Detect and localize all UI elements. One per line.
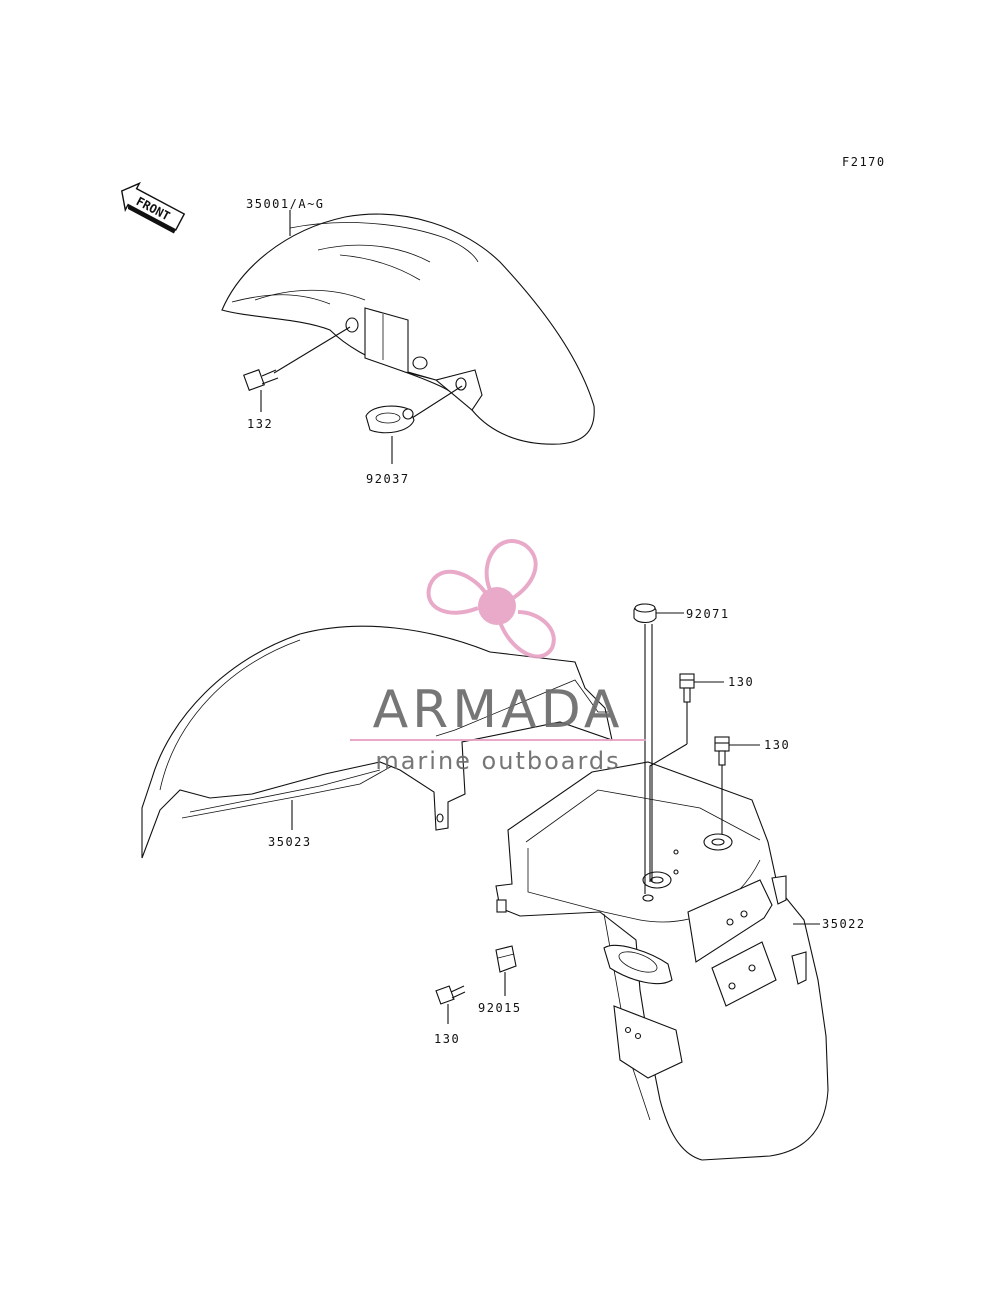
front-bolt-132: 132 bbox=[243, 326, 351, 431]
part-label-92037: 92037 bbox=[366, 472, 410, 486]
bolt-130-middle: 130 bbox=[714, 736, 790, 834]
figure-code: F2170 bbox=[842, 155, 886, 169]
propeller-logo-icon bbox=[426, 539, 556, 659]
front-fender-35001 bbox=[221, 213, 595, 445]
watermark-tagline: marine outboards bbox=[375, 747, 620, 775]
cap-92071: 92071 bbox=[633, 603, 730, 894]
part-label-35023: 35023 bbox=[268, 835, 312, 849]
bolt-130-lower: 130 bbox=[434, 985, 466, 1046]
part-label-35001: 35001/A~G bbox=[246, 197, 325, 211]
part-label-130-lower: 130 bbox=[434, 1032, 460, 1046]
nut-92015: 92015 bbox=[478, 945, 522, 1015]
part-label-92071: 92071 bbox=[686, 607, 730, 621]
rear-fender-35022: 35022 bbox=[495, 761, 866, 1161]
bolt-130-upper: 130 bbox=[649, 673, 754, 882]
part-label-132: 132 bbox=[247, 417, 273, 431]
front-arrow-icon: FRONT bbox=[120, 181, 186, 234]
front-guide-92037: 92037 bbox=[365, 385, 463, 486]
part-label-130-middle: 130 bbox=[764, 738, 790, 752]
watermark-brand: ARMADA bbox=[373, 680, 624, 740]
part-label-130-upper: 130 bbox=[728, 675, 754, 689]
propeller-hub bbox=[478, 587, 516, 625]
rear-inner-fender-35023: 35023 bbox=[141, 625, 613, 859]
part-label-92015: 92015 bbox=[478, 1001, 522, 1015]
part-label-35022: 35022 bbox=[822, 917, 866, 931]
armada-watermark: ARMADA marine outboards bbox=[350, 539, 646, 775]
